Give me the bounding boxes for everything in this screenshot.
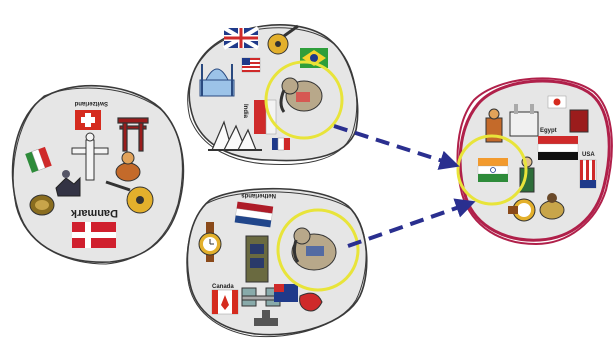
egypt-flag-icon — [538, 136, 578, 160]
brazil-flag-icon — [300, 48, 328, 68]
india-flag-icon — [478, 158, 508, 182]
usa-flag-icon — [580, 160, 596, 188]
card-right-target[interactable]: Egypt USA — [458, 78, 612, 244]
label-netherlands: Netherlands — [241, 192, 276, 198]
usa-flag-icon — [242, 58, 260, 72]
switzerland-flag-icon — [75, 110, 101, 130]
label-india: India — [242, 104, 248, 119]
canada-flag-icon — [212, 290, 238, 314]
uk-flag-icon — [224, 28, 258, 48]
label-egypt: Egypt — [540, 128, 557, 134]
label-usa: USA — [582, 152, 595, 158]
big-ben-tower-icon — [246, 236, 268, 282]
match-arrow-bottom — [348, 204, 468, 246]
france-flag-icon — [272, 138, 290, 150]
denmark-flag-icon — [72, 222, 116, 248]
card-top[interactable]: India — [188, 25, 358, 165]
label-canada: Canada — [212, 284, 234, 290]
label-denmark: Danmark — [70, 207, 118, 219]
australia-flag-icon — [274, 284, 298, 302]
card-bottom[interactable]: Netherlands — [187, 189, 367, 337]
red-figure-icon — [570, 110, 588, 132]
label-switzerland: Switzerland — [74, 100, 108, 106]
turtle-icon — [30, 195, 54, 215]
japan-flag-icon — [548, 96, 566, 108]
card-left[interactable]: Switzerland — [13, 86, 184, 264]
